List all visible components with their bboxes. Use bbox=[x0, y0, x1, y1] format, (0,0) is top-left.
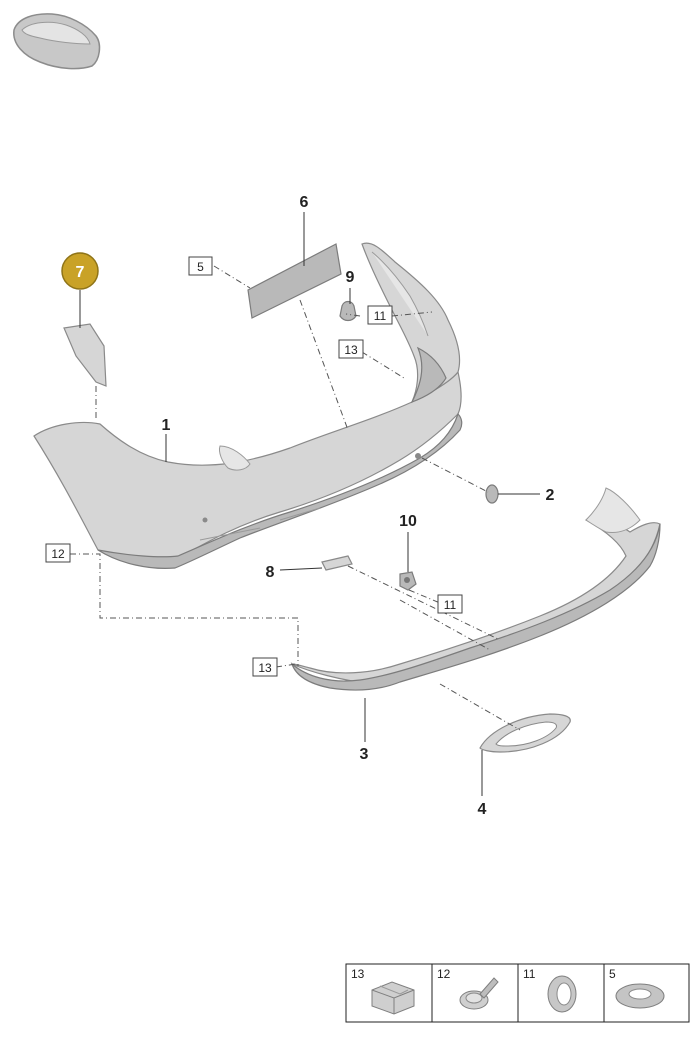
clip-part-9[interactable] bbox=[339, 300, 357, 322]
legend-number-13: 13 bbox=[351, 967, 365, 981]
svg-text:5: 5 bbox=[197, 260, 204, 274]
svg-text:11: 11 bbox=[374, 309, 387, 323]
callout-7[interactable]: 7 bbox=[76, 264, 85, 281]
boxed-ref-11-upper[interactable]: 11 bbox=[367, 305, 393, 325]
highlight-circle bbox=[61, 252, 99, 290]
boxed-ref-13-upper[interactable]: 13 bbox=[338, 339, 364, 359]
exhaust-trim-part-4[interactable] bbox=[479, 713, 571, 753]
license-plate-panel-part-6[interactable] bbox=[247, 243, 342, 319]
callout-1[interactable]: 1 bbox=[162, 417, 171, 434]
boxed-ref-5[interactable]: 5 bbox=[188, 256, 213, 276]
callout-6[interactable]: 6 bbox=[300, 194, 309, 211]
leader-lines bbox=[79, 212, 540, 796]
washer-ring-icon bbox=[615, 983, 665, 1009]
car-model-icon[interactable] bbox=[13, 13, 101, 70]
legend-number-12: 12 bbox=[437, 967, 451, 981]
clip-nut-icon bbox=[371, 981, 415, 1015]
svg-text:12: 12 bbox=[51, 547, 65, 561]
callout-7-highlight[interactable]: 7 bbox=[61, 252, 99, 290]
rear-bumper-cover-part-1[interactable] bbox=[33, 370, 463, 569]
side-insert-part-7[interactable] bbox=[63, 323, 107, 387]
legend-number-5: 5 bbox=[609, 967, 616, 981]
callout-2[interactable]: 2 bbox=[546, 487, 555, 504]
svg-text:11: 11 bbox=[444, 598, 457, 612]
boxed-ref-12[interactable]: 12 bbox=[45, 543, 71, 563]
svg-text:13: 13 bbox=[258, 661, 272, 675]
lower-diffuser-part-3[interactable] bbox=[290, 487, 661, 691]
fastener-legend: 13 12 11 5 bbox=[345, 963, 690, 1023]
boxed-ref-11-lower[interactable]: 11 bbox=[437, 594, 463, 614]
reference-lines bbox=[70, 265, 521, 731]
callout-10[interactable]: 10 bbox=[399, 513, 417, 530]
boxed-ref-13-lower[interactable]: 13 bbox=[252, 657, 278, 677]
grommet-ring-icon bbox=[547, 975, 577, 1013]
sensor-part-10[interactable] bbox=[399, 571, 417, 591]
bumper-side-wing[interactable] bbox=[361, 242, 461, 404]
callout-3[interactable]: 3 bbox=[360, 746, 369, 763]
rivet-icon bbox=[459, 977, 499, 1010]
cap-part-2[interactable] bbox=[485, 484, 499, 504]
callout-8[interactable]: 8 bbox=[266, 564, 275, 581]
callout-9[interactable]: 9 bbox=[346, 269, 355, 286]
callout-4[interactable]: 4 bbox=[478, 801, 487, 818]
bracket-part-8[interactable] bbox=[321, 555, 353, 571]
svg-text:13: 13 bbox=[344, 343, 358, 357]
legend-number-11: 11 bbox=[523, 967, 536, 981]
